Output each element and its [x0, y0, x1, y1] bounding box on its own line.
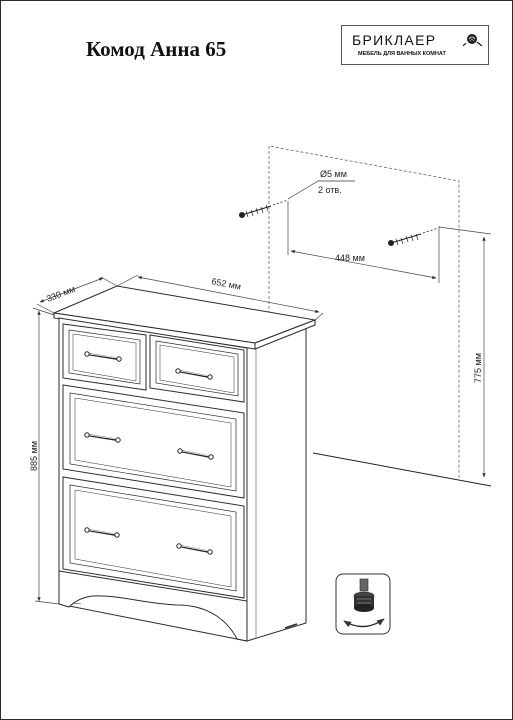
drawer-handle: [84, 432, 214, 460]
hole-spacing-label: 448 мм: [335, 253, 365, 263]
drawer-small-right: [149, 334, 245, 403]
rose-icon: [463, 34, 483, 47]
brand-logo: БРИКЛАЕР МЕБЕЛЬ ДЛЯ ВАННЫХ КОМНАТ: [341, 25, 489, 65]
mount-height-label: 775 мм: [473, 353, 483, 383]
floor-line: [312, 452, 492, 487]
hole-count-label: 2 отв.: [318, 185, 342, 195]
hole-spacing-dimension: [287, 201, 440, 283]
mount-height-dimension: [438, 226, 492, 478]
height-label: 885 мм: [29, 441, 39, 471]
hole-leader: [287, 180, 319, 200]
depth-label: 330 мм: [45, 284, 77, 304]
wall-screw: [238, 199, 289, 219]
depth-dimension: [36, 276, 118, 314]
drawer-handle: [84, 351, 122, 362]
drawer-large-bottom: [62, 476, 245, 599]
width-label: 652 мм: [211, 276, 242, 292]
wall-screw: [387, 227, 439, 247]
height-dimension: [32, 307, 60, 605]
width-dimension: [116, 274, 324, 321]
product-title: Комод Анна 65: [86, 37, 227, 61]
drawer-handle: [175, 368, 213, 380]
brand-name: БРИКЛАЕР: [352, 32, 437, 48]
drawer-handle: [84, 527, 213, 555]
brand-tagline: МЕБЕЛЬ ДЛЯ ВАННЫХ КОМНАТ: [358, 51, 446, 57]
hole-diameter-label: Ø5 мм: [320, 169, 347, 179]
drawer-large-middle: [62, 384, 245, 499]
adjustable-foot-icon: [335, 573, 391, 635]
